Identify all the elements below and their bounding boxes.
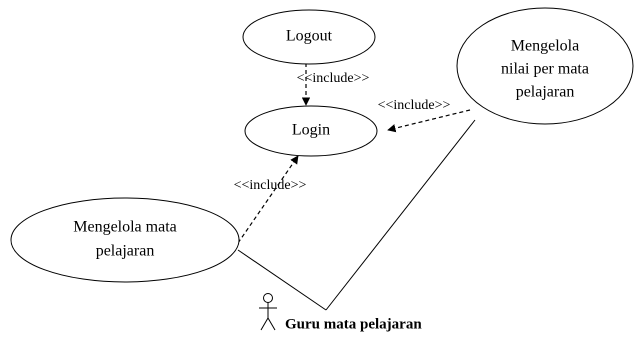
use-case-login: Login xyxy=(244,105,378,157)
actor-label: Guru mata pelajaran xyxy=(285,316,422,332)
actor-icon xyxy=(259,293,277,331)
actor-guru: Guru mata pelajaran xyxy=(259,293,422,332)
association-actor-mengelola-mata xyxy=(237,249,327,311)
use-case-mengelola-mata-line2: pelajaran xyxy=(96,243,155,260)
include-arrow-mata-login xyxy=(237,155,299,244)
association-actor-mengelola-nilai xyxy=(325,119,476,311)
use-case-mengelola-nilai: Mengelola nilai per mata pelajaran xyxy=(456,7,634,125)
use-case-mengelola-mata-line1: Mengelola mata xyxy=(73,219,177,236)
include-label-mata-login: <<include>> xyxy=(234,178,307,193)
include-arrow-nilai-login xyxy=(387,109,471,133)
use-case-login-label: Login xyxy=(292,122,330,139)
use-case-mengelola-nilai-line2: nilai per mata xyxy=(501,61,589,78)
use-case-mengelola-nilai-line3: pelajaran xyxy=(516,84,575,101)
include-label-nilai-login: <<include>> xyxy=(378,98,451,113)
use-case-mengelola-nilai-line1: Mengelola xyxy=(511,38,579,55)
use-case-logout: Logout xyxy=(242,9,376,65)
use-case-mengelola-mata: Mengelola mata pelajaran xyxy=(10,197,240,283)
include-label-logout-login: <<include>> xyxy=(297,71,370,86)
use-case-logout-label: Logout xyxy=(286,28,333,45)
